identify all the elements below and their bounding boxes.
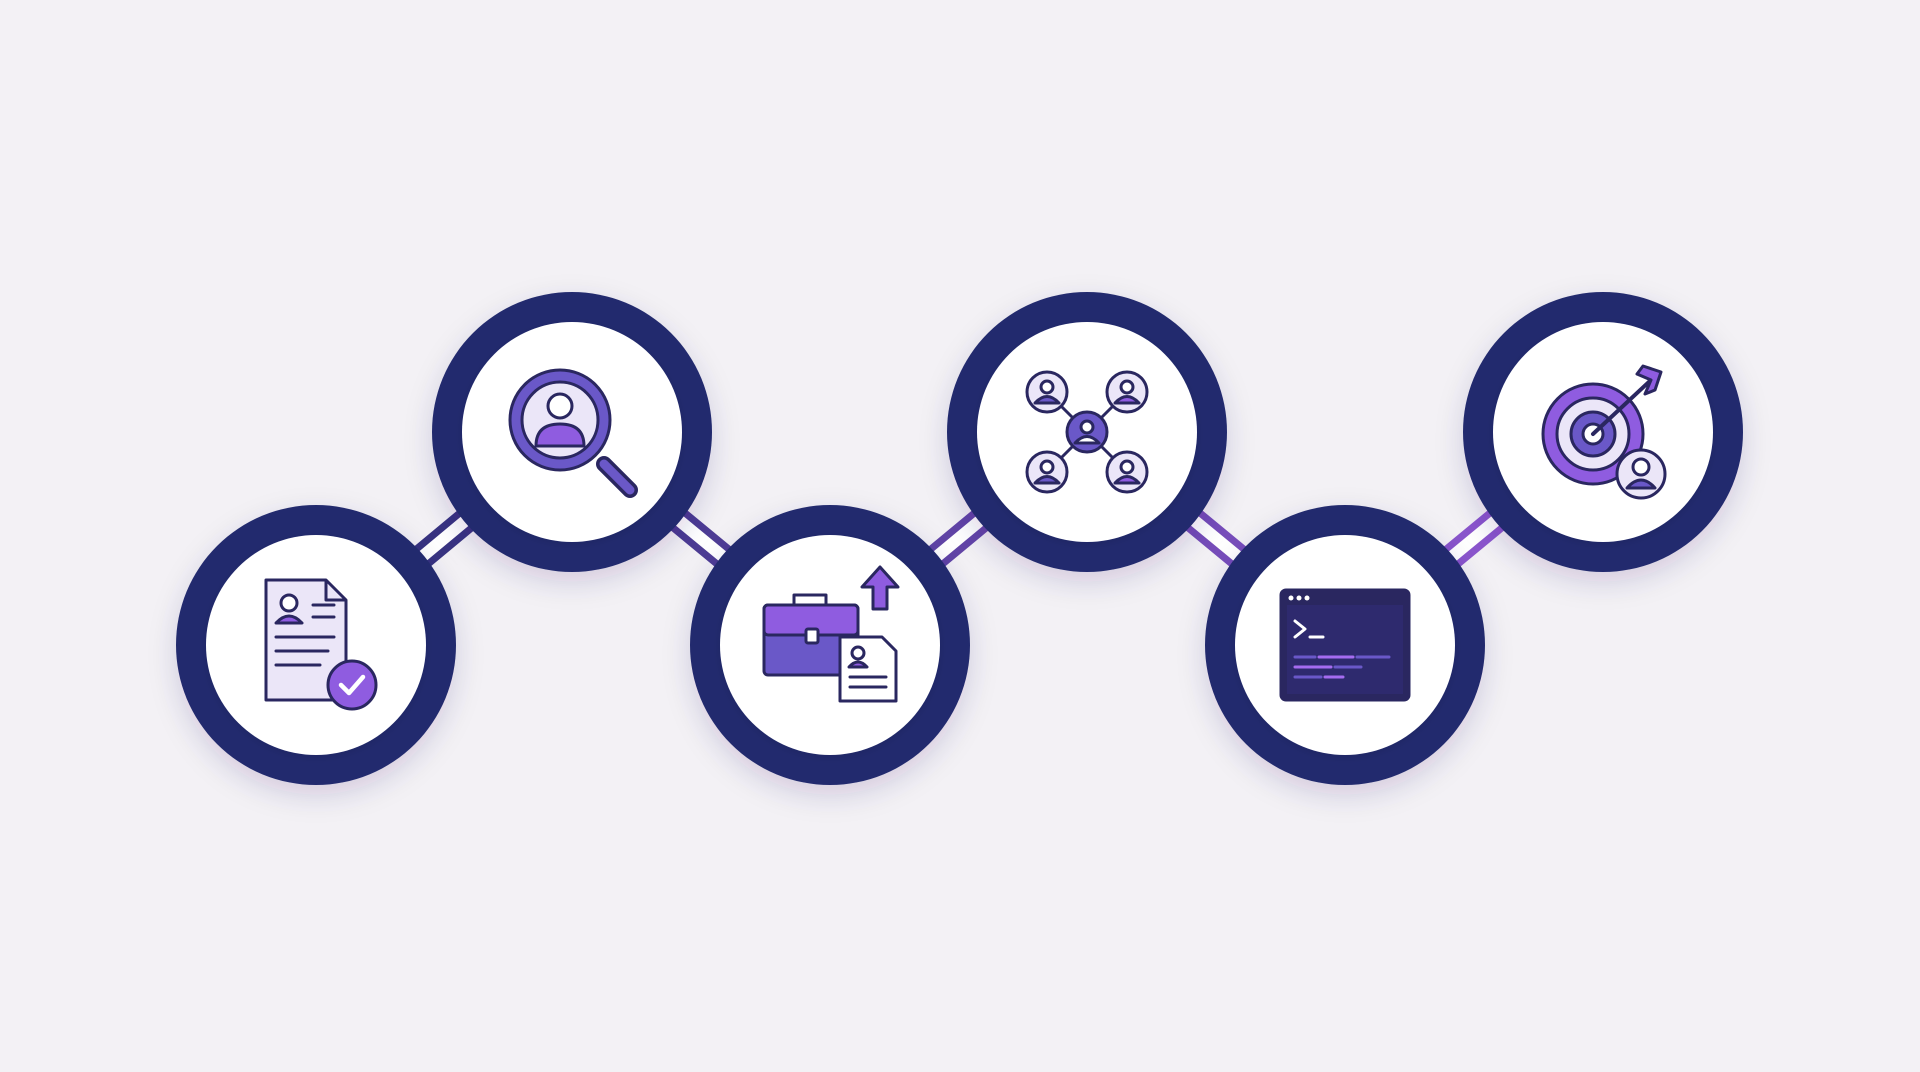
people-network-icon [1025, 370, 1149, 494]
step-node-target-hire [1463, 292, 1743, 572]
step-node-technical-test [1205, 505, 1485, 785]
target-candidate-icon [1541, 364, 1667, 500]
step-node-candidate-search [432, 292, 712, 572]
step-node-resume-check [176, 505, 456, 785]
briefcase-resume-upload-icon [762, 565, 900, 703]
terminal-window-icon [1279, 588, 1411, 702]
process-nodes [176, 292, 1743, 785]
resume-checkmark-icon [264, 578, 378, 711]
step-node-job-application [690, 505, 970, 785]
candidate-search-icon [508, 368, 638, 498]
step-node-network [947, 292, 1227, 572]
